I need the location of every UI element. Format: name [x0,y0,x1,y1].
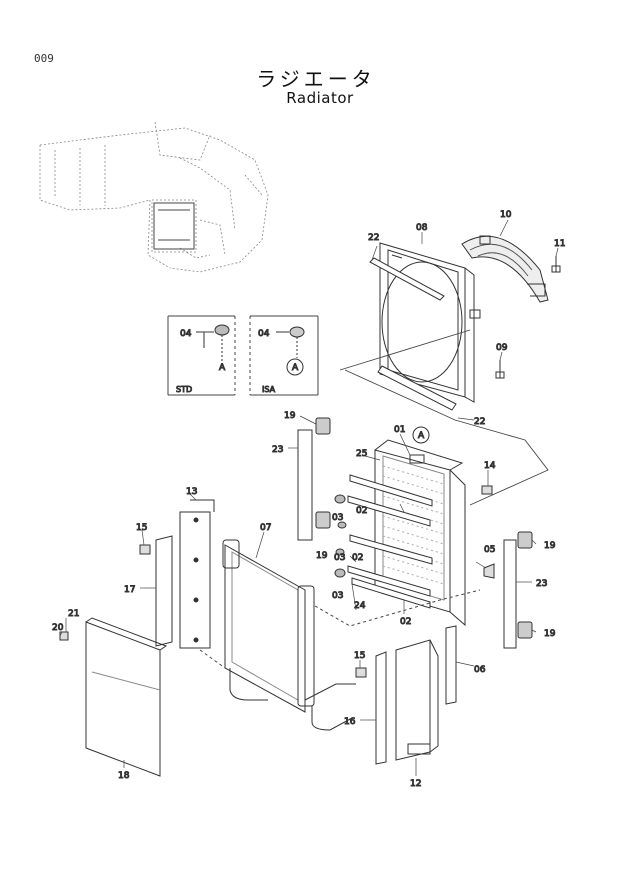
label-part-15-right: 15 [354,651,365,661]
label-part-22-top: 22 [368,233,379,243]
label-part-21: 21 [68,609,79,619]
detail-mark-a-core: A [418,431,425,441]
pad-19-top [315,417,331,435]
label-part-20: 20 [52,623,64,633]
shroud-strip-lower [377,365,457,411]
overview-highlight [153,202,195,250]
pad-19-mid [315,511,331,529]
side-plate-13 [179,499,215,649]
label-part-04-isa: 04 [258,329,270,339]
label-part-07: 07 [260,523,271,533]
label-part-13: 13 [186,487,197,497]
label-part-19-right-top: 19 [544,541,556,551]
label-part-01: 01 [394,425,405,435]
label-part-18: 18 [118,771,130,781]
oil-cooler-07 [222,539,356,731]
label-part-23-right: 23 [536,579,547,589]
label-part-25: 25 [356,449,367,459]
page-number: 009 [34,52,54,65]
pad-19-right-top [517,531,533,549]
label-part-22-bottom: 22 [474,417,485,427]
page-title-english: Radiator [286,89,354,107]
label-part-12: 12 [410,779,421,789]
label-part-02-mid: 02 [352,553,363,563]
bolt-15-left [139,544,151,555]
label-part-06: 06 [474,665,486,675]
variant-label-isa: ISA [262,385,276,394]
bar-23-right [503,539,517,649]
bracket-05 [483,563,495,579]
machine-overview-sketch [39,121,269,273]
label-part-03-top: 03 [332,513,343,523]
side-cover-12 [395,639,439,761]
label-part-04-std: 04 [180,329,192,339]
label-part-24: 24 [354,601,366,611]
label-part-16: 16 [344,717,356,727]
variant-isa-box [249,315,319,396]
label-part-15-left: 15 [136,523,147,533]
label-part-14: 14 [484,461,496,471]
label-part-03-mid: 03 [334,553,345,563]
assembly-outline-lower [199,589,481,669]
label-part-02-top: 02 [356,506,367,516]
label-part-19-top: 19 [284,411,296,421]
rod-06 [445,625,457,705]
assembly-outline [339,329,549,506]
leader-lines [59,219,559,776]
strip-16 [375,651,387,765]
label-part-11: 11 [554,239,565,249]
bolt-14 [481,485,493,495]
bolt-15-right [355,667,367,678]
cover-18 [85,617,168,777]
seal-strips [347,474,433,609]
label-part-17: 17 [124,585,135,595]
label-part-08: 08 [416,223,428,233]
label-part-09: 09 [496,343,508,353]
fan-shroud [379,242,481,403]
variant-std-box [167,315,236,396]
fan-guard [461,235,549,303]
bolt-11 [551,256,561,273]
side-plate-17 [155,535,173,647]
label-part-03-bottom: 03 [332,591,343,601]
detail-mark-a-std: A [219,363,226,373]
label-part-10: 10 [500,210,512,220]
variant-label-std: STD [176,385,192,394]
bolt-09 [495,360,505,379]
shroud-strip-upper [369,257,445,301]
label-part-23-left: 23 [272,445,283,455]
bolts-03 [334,494,347,578]
label-part-19-right-bottom: 19 [544,629,556,639]
label-part-02-bottom: 02 [400,617,411,627]
label-part-19-mid: 19 [316,551,328,561]
label-part-05: 05 [484,545,495,555]
bar-23-left [297,429,313,541]
page-title-japanese: ラジエータ [256,67,376,91]
pad-19-right-bottom [517,621,533,639]
detail-mark-a-isa: A [292,363,299,373]
